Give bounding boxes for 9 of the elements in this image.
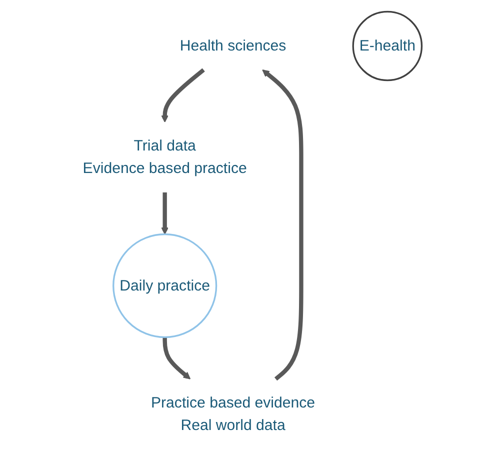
node-text: Trial data Evidence based practice	[83, 137, 248, 177]
node-circle: Daily practice	[112, 233, 218, 338]
node-text: Health sciences	[180, 37, 286, 54]
arrow	[161, 68, 206, 122]
node-text: Practice based evidence Real world data	[151, 394, 316, 434]
arrow	[161, 192, 169, 235]
arrow	[163, 337, 191, 380]
arrow	[262, 70, 304, 381]
node-circle: E-health	[352, 10, 423, 82]
